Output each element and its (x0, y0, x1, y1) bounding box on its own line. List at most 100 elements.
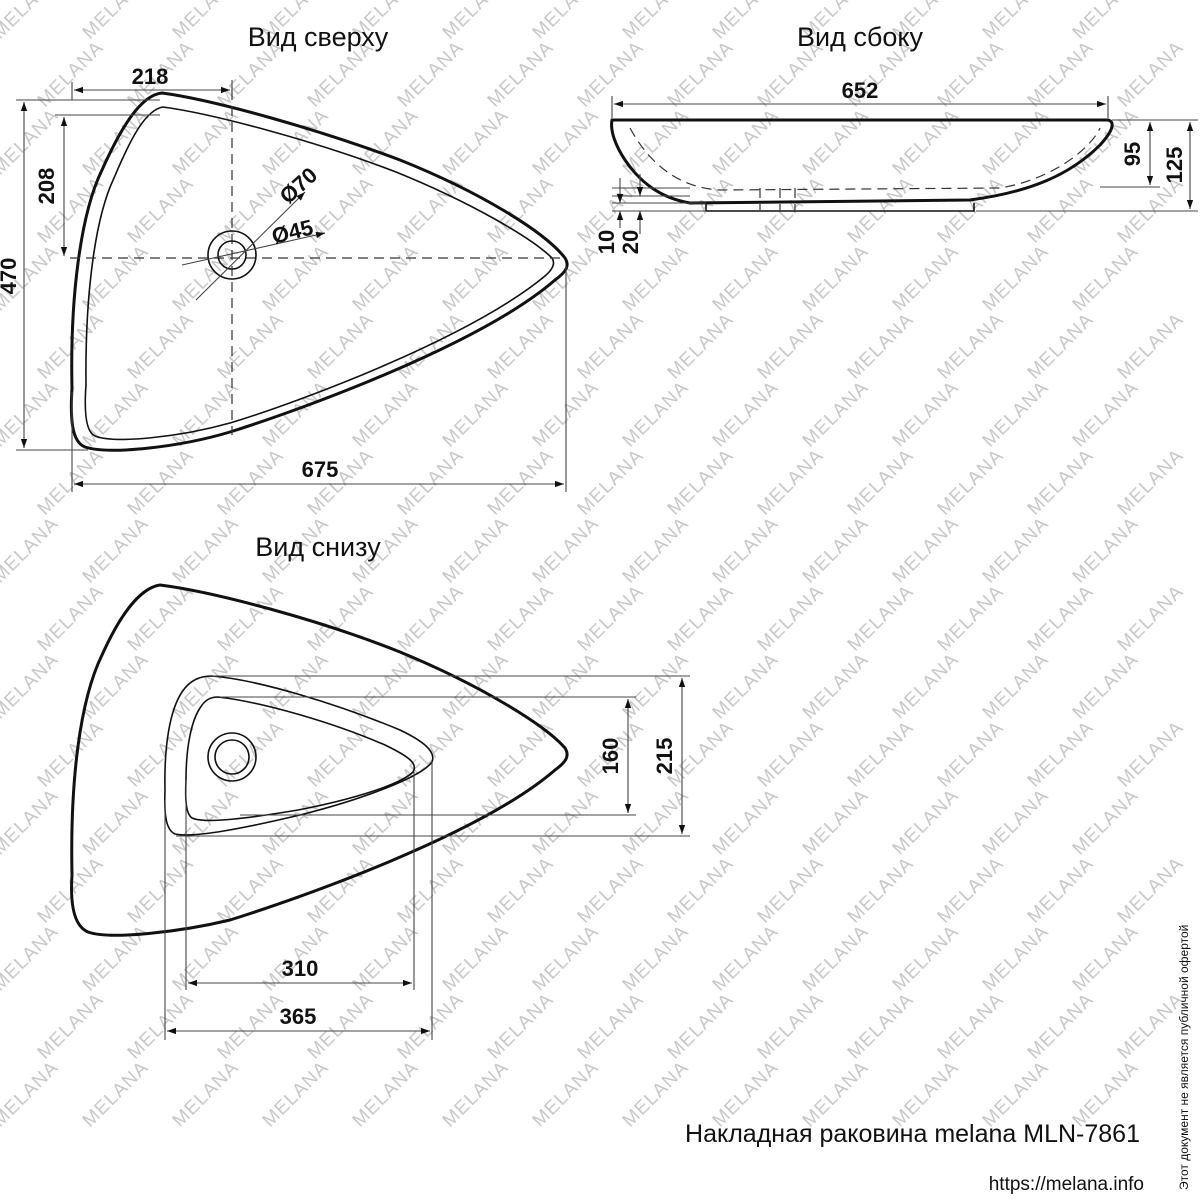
watermark-text: MELANA (1069, 921, 1143, 995)
dim-310: 310 (282, 956, 319, 981)
watermark-text: MELANA (934, 989, 1008, 1063)
bottom-view: Вид снизу 160 215 310 365 (70, 532, 690, 1040)
watermark-text: MELANA (394, 853, 468, 927)
watermark-text: MELANA (754, 717, 828, 791)
watermark-text: MELANA (394, 989, 468, 1063)
watermark-text: MELANA (1024, 37, 1098, 111)
drain-inner-label: Ø45 (269, 215, 315, 249)
watermark-text: MELANA (169, 0, 243, 44)
watermark-text: MELANA (709, 0, 783, 44)
bottom-view-foot-outer (163, 675, 434, 836)
watermark-text: MELANA (124, 445, 198, 519)
dim-20: 20 (618, 230, 643, 254)
top-view-outer-outline (69, 91, 569, 452)
watermark-text: MELANA (934, 581, 1008, 655)
bottom-view-foot-inner (184, 696, 416, 822)
drain-outer-leader (195, 191, 306, 301)
watermark-text: MELANA (979, 241, 1053, 315)
watermark-text: MELANA (0, 1057, 63, 1131)
watermark-text: MELANA (439, 513, 513, 587)
watermark-text: MELANA (889, 649, 963, 723)
watermark-text: MELANA (979, 377, 1053, 451)
bottom-drain-outer (207, 732, 257, 782)
watermark-text: MELANA (349, 1057, 423, 1131)
watermark-text: MELANA (439, 0, 513, 44)
watermark-text: MELANA (844, 445, 918, 519)
top-view-title: Вид сверху (248, 22, 389, 52)
watermark-text: MELANA (214, 853, 288, 927)
watermark-text: MELANA (394, 309, 468, 383)
watermark-text: MELANA (754, 581, 828, 655)
watermark-text: MELANA (1114, 37, 1188, 111)
watermark-text: MELANA (844, 581, 918, 655)
watermark-text: MELANA (484, 581, 558, 655)
watermark-text: MELANA (259, 241, 333, 315)
watermark-text: MELANA (844, 717, 918, 791)
watermark-text: MELANA (1114, 717, 1188, 791)
watermark-text: MELANA (349, 785, 423, 859)
watermark-text: MELANA (169, 513, 243, 587)
watermark-text: MELANA (439, 921, 513, 995)
watermark-text: MELANA (889, 785, 963, 859)
watermark-text: MELANA (79, 1057, 153, 1131)
product-title: Накладная раковина melana MLN-7861 (685, 1120, 1140, 1148)
watermark-text: MELANA (1069, 241, 1143, 315)
watermark-text: MELANA (934, 445, 1008, 519)
watermark-text: MELANA (799, 105, 873, 179)
watermark-text: MELANA (709, 921, 783, 995)
watermark-text: MELANA (304, 581, 378, 655)
watermark-text: MELANA (484, 717, 558, 791)
watermark-text: MELANA (799, 513, 873, 587)
watermark-text: MELANA (349, 649, 423, 723)
watermark-text: MELANA (349, 377, 423, 451)
watermark-text: MELANA (844, 309, 918, 383)
watermark-text: MELANA (934, 37, 1008, 111)
watermark-text: MELANA (1114, 445, 1188, 519)
watermark-text: MELANA (79, 377, 153, 451)
watermark-text: MELANA (169, 649, 243, 723)
watermark-text: MELANA (619, 921, 693, 995)
watermark-text: MELANA (934, 853, 1008, 927)
watermark-text: MELANA (439, 105, 513, 179)
watermark-text: MELANA (439, 1057, 513, 1131)
watermark-text: MELANA (1069, 785, 1143, 859)
side-view-outline (610, 118, 1114, 205)
watermark-text: MELANA (799, 241, 873, 315)
watermark-text: MELANA (0, 377, 63, 451)
watermark-text: MELANA (754, 309, 828, 383)
dim-160: 160 (598, 738, 623, 775)
drain-inner-leader (181, 231, 326, 266)
side-view-inner-hidden (629, 127, 1101, 191)
watermark-text: MELANA (844, 853, 918, 927)
watermark-text: MELANA (79, 0, 153, 44)
watermark-text: MELANA (169, 921, 243, 995)
watermark-text: MELANA (1114, 309, 1188, 383)
watermark-text: MELANA (1024, 853, 1098, 927)
watermark-text: MELANA (1024, 989, 1098, 1063)
watermark-text: MELANA (889, 513, 963, 587)
dim-652: 652 (842, 78, 879, 103)
watermark-text: MELANA (394, 581, 468, 655)
watermark-text: MELANA (1069, 377, 1143, 451)
bottom-drain-inner (214, 739, 250, 775)
watermark-text: MELANA (529, 105, 603, 179)
watermark-text: MELANA (34, 717, 108, 791)
watermark-text: MELANA (709, 105, 783, 179)
watermark-text: MELANA (1024, 581, 1098, 655)
watermark-text: MELANA (754, 853, 828, 927)
dim-208: 208 (34, 168, 59, 205)
watermark-text: MELANA (664, 989, 738, 1063)
watermark-text: MELANA (574, 37, 648, 111)
watermark-text: MELANA (619, 0, 693, 44)
watermark-text: MELANA (484, 989, 558, 1063)
drain-inner-circle (217, 240, 247, 270)
watermark-text: MELANA (979, 649, 1053, 723)
dim-215: 215 (652, 738, 677, 775)
dim-95: 95 (1120, 142, 1145, 166)
watermark-text: MELANA (844, 989, 918, 1063)
watermark-text: MELANA (439, 377, 513, 451)
watermark-text: MELANA (664, 37, 738, 111)
watermark-text: MELANA (709, 649, 783, 723)
watermark-text: MELANA (34, 445, 108, 519)
dim-675: 675 (302, 457, 339, 482)
